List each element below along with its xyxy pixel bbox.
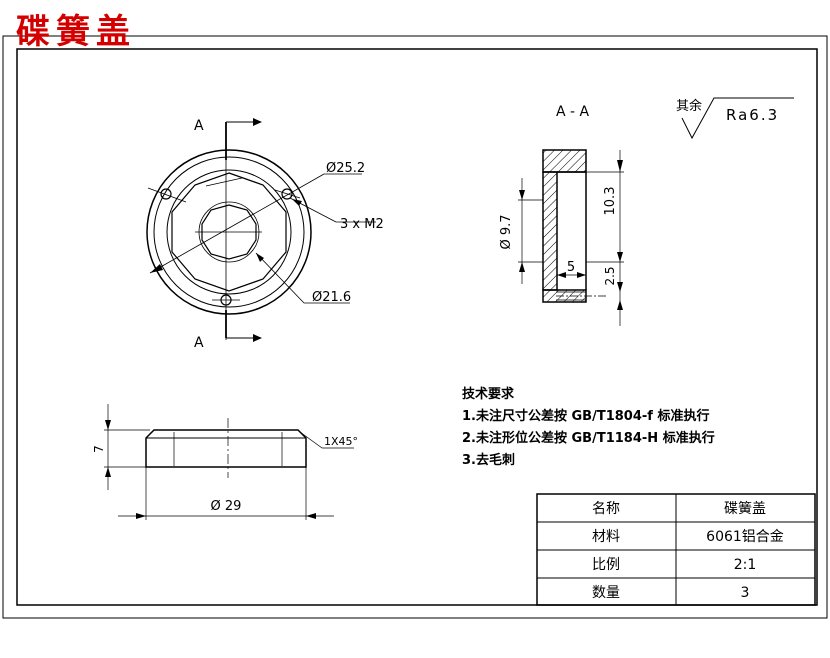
outer-border (2, 35, 828, 619)
dim-holes: 3 x M2 (340, 217, 384, 232)
dim-thickness-7: 7 (92, 445, 106, 453)
title-block-label: 数量 (592, 585, 620, 601)
title-block-label: 比例 (592, 557, 620, 573)
title-block: 名称 碟簧盖 材料 6061铝合金 比例 2:1 数量 3 (536, 493, 816, 606)
front-view (146, 118, 376, 342)
dim-chamfer: 1X45° (324, 435, 358, 448)
tech-requirements: 技术要求 1.未注尺寸公差按 GB/T1804-f 标准执行 2.未注形位公差按… (462, 386, 715, 468)
dim-bore: Ø 9.7 (499, 214, 514, 249)
title-block-value: 2:1 (734, 557, 757, 573)
side-view (104, 404, 354, 520)
surface-finish-symbol (681, 97, 794, 140)
title-block-label: 材料 (592, 529, 620, 545)
section-label-bottom: A (194, 335, 204, 351)
title-block-value: 6061铝合金 (706, 529, 784, 545)
section-view-label: A - A (556, 104, 590, 120)
dim-outer-diameter: Ø 29 (211, 499, 242, 514)
title-block-label: 名称 (592, 501, 620, 517)
surface-finish-value: Ra6.3 (726, 106, 779, 124)
tech-req-item: 3.去毛刺 (462, 452, 515, 468)
section-label-top: A (194, 118, 204, 134)
inner-border (16, 48, 818, 606)
surface-finish-prefix: 其余 (676, 98, 702, 114)
title-block-value: 碟簧盖 (724, 501, 766, 517)
tech-req-item: 1.未注尺寸公差按 GB/T1804-f 标准执行 (462, 408, 709, 424)
tech-req-title: 技术要求 (462, 386, 515, 402)
tech-req-item: 2.未注形位公差按 GB/T1184-H 标准执行 (462, 430, 715, 446)
title-block-value: 3 (741, 585, 750, 601)
dim-height-2-5: 2.5 (603, 266, 617, 285)
section-view (518, 149, 624, 326)
dim-width-5: 5 (567, 260, 575, 275)
dim-height-10-3: 10.3 (603, 187, 618, 216)
drawing-title: 碟簧盖 (16, 12, 136, 52)
dim-hole-circle: Ø25.2 (326, 161, 365, 176)
dim-inner-diameter: Ø21.6 (312, 290, 351, 305)
